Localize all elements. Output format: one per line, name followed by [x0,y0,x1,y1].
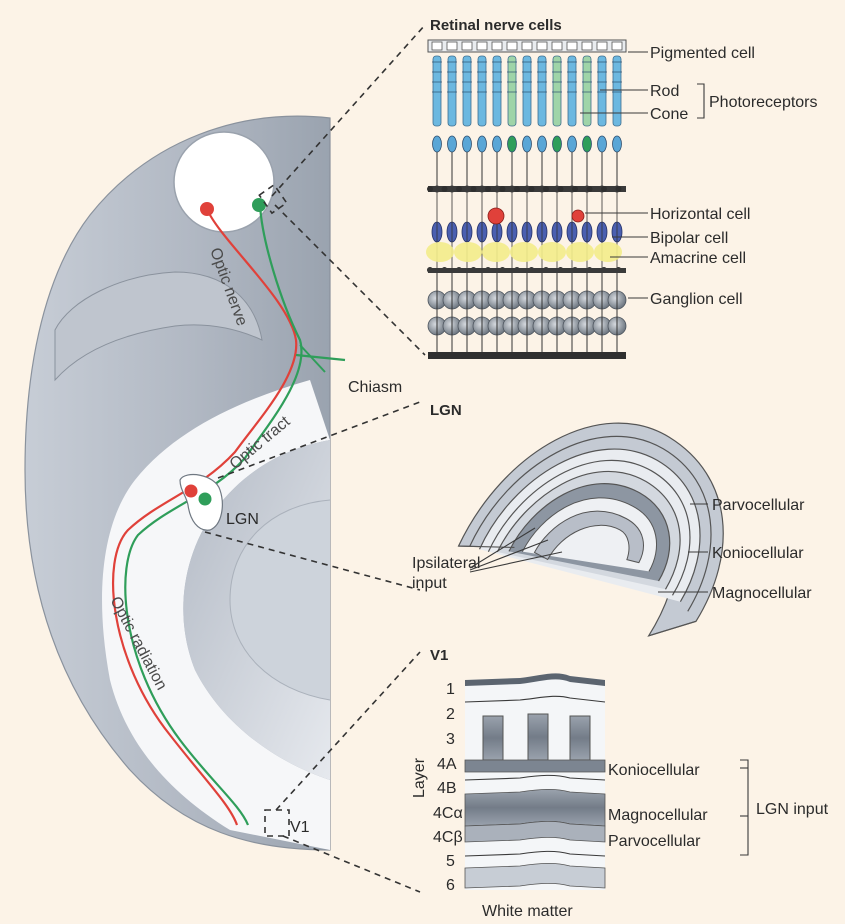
v1-cortex-illustration [465,673,605,890]
rod-cell [448,56,456,126]
layer-5: 5 [446,853,455,870]
brain-v1-label: V1 [290,819,310,836]
cone-label: Cone [650,106,688,123]
pigmented-cell [477,42,487,50]
layer-3: 3 [446,731,455,748]
pigmented-cell [537,42,547,50]
pigmented-cell [492,42,502,50]
rod-cell [598,56,606,126]
amacrine-cell [454,242,482,262]
rod-cell [478,56,486,126]
cone-cell [553,56,561,126]
layer-4a: 4A [437,756,457,773]
v1-magnocellular-label: Magnocellular [608,807,708,824]
layer-6: 6 [446,877,455,894]
bipolar-cell-label: Bipolar cell [650,230,728,247]
rod-cell [568,56,576,126]
layer-axis-label: Layer [411,757,428,798]
v1-parvocellular-label: Parvocellular [608,833,701,850]
rod-cell [523,56,531,126]
lgn-header: LGN [430,402,462,419]
cone-cell [583,56,591,126]
lgn-koniocellular-label: Koniocellular [712,545,804,562]
lgn-parvocellular-label: Parvocellular [712,497,805,514]
brain-hemisphere [25,116,330,850]
layer-1: 1 [446,681,455,698]
rod-cell [493,56,501,126]
lgn-magnocellular-label: Magnocellular [712,585,812,602]
retina-illustration [426,40,626,359]
pigmented-cell [522,42,532,50]
lgn-illustration [458,374,767,662]
photoreceptors-label: Photoreceptors [709,94,818,111]
retina-green-cell [252,198,266,212]
horizontal-cell [572,210,584,222]
eye [174,132,274,232]
pigmented-cell [567,42,577,50]
pigmented-cell [597,42,607,50]
amacrine-cell [482,242,510,262]
rod-cell [433,56,441,126]
layer-4c-beta: 4Cβ [433,829,463,846]
pigmented-cell [552,42,562,50]
retina-header: Retinal nerve cells [430,17,562,34]
chiasm-label: Chiasm [348,379,402,396]
pigmented-cell [612,42,622,50]
horizontal-cell [488,208,504,224]
pigmented-cell-label: Pigmented cell [650,45,755,62]
brain-lgn-label: LGN [226,511,259,528]
cone-cell [508,56,516,126]
pigmented-cell [582,42,592,50]
pigmented-cell [447,42,457,50]
pigmented-cell [432,42,442,50]
amacrine-cell [538,242,566,262]
layer-4b: 4B [437,780,457,797]
pigmented-cell [462,42,472,50]
layer-2: 2 [446,706,455,723]
amacrine-cell [426,242,454,262]
amacrine-cell [594,242,622,262]
v1-header: V1 [430,647,448,664]
rod-cell [538,56,546,126]
v1-koniocellular-label: Koniocellular [608,762,700,779]
amacrine-cell [510,242,538,262]
lgn-input-label: LGN input [756,801,829,818]
layer-4c-alpha: 4Cα [433,805,463,822]
horizontal-cell-label: Horizontal cell [650,206,750,223]
retina-red-cell [200,202,214,216]
ipsilateral-label-line2: input [412,575,447,592]
rod-label: Rod [650,83,679,100]
rod-cell [463,56,471,126]
amacrine-cell-label: Amacrine cell [650,250,746,267]
amacrine-cell [566,242,594,262]
white-matter-label: White matter [482,903,573,920]
rod-cell [613,56,621,126]
pigmented-cell [507,42,517,50]
ganglion-cell-label: Ganglion cell [650,291,743,308]
